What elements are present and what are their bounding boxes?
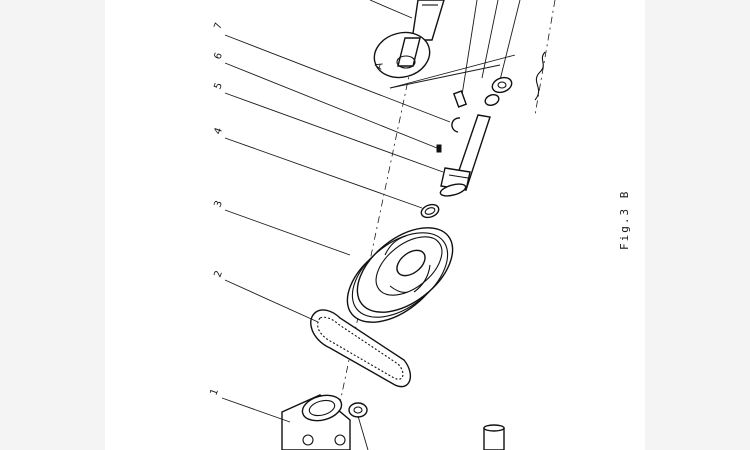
set-screw-part [452,90,468,108]
part-number-3: 3 [212,199,225,209]
stud-part [483,424,505,450]
spindle-part [439,114,491,197]
part-number-7: 7 [212,21,225,31]
pin-axis-line [534,0,556,116]
leader-3 [224,209,351,256]
leader-4 [224,137,423,209]
part-number-1: 1 [208,387,221,397]
part-number-2: 2 [212,269,225,279]
leader-2 [224,279,319,323]
leader-7 [224,34,451,123]
bracket-part [281,394,351,450]
right-margin [645,0,750,450]
ring-clip-part [420,203,440,219]
figure-caption: Fig.3 B [618,190,631,250]
bolt-part [348,402,369,450]
chain-part [310,309,412,388]
drawing-sheet [105,0,645,450]
leader-5 [224,92,444,173]
key-part [436,144,442,153]
marker-letter-a: A [373,61,385,71]
part-number-6: 6 [212,51,225,61]
leader-6 [224,62,438,149]
circlip-part [451,117,461,133]
part-number-5: 5 [212,81,225,91]
part-number-4: 4 [212,126,225,136]
spring-pin-part [534,51,546,101]
pulley-part [346,227,454,323]
washer-part [484,94,500,106]
upper-shaft-assembly: A [373,0,445,79]
left-margin [0,0,105,450]
nut-part [491,76,513,94]
leader-1 [221,397,291,423]
